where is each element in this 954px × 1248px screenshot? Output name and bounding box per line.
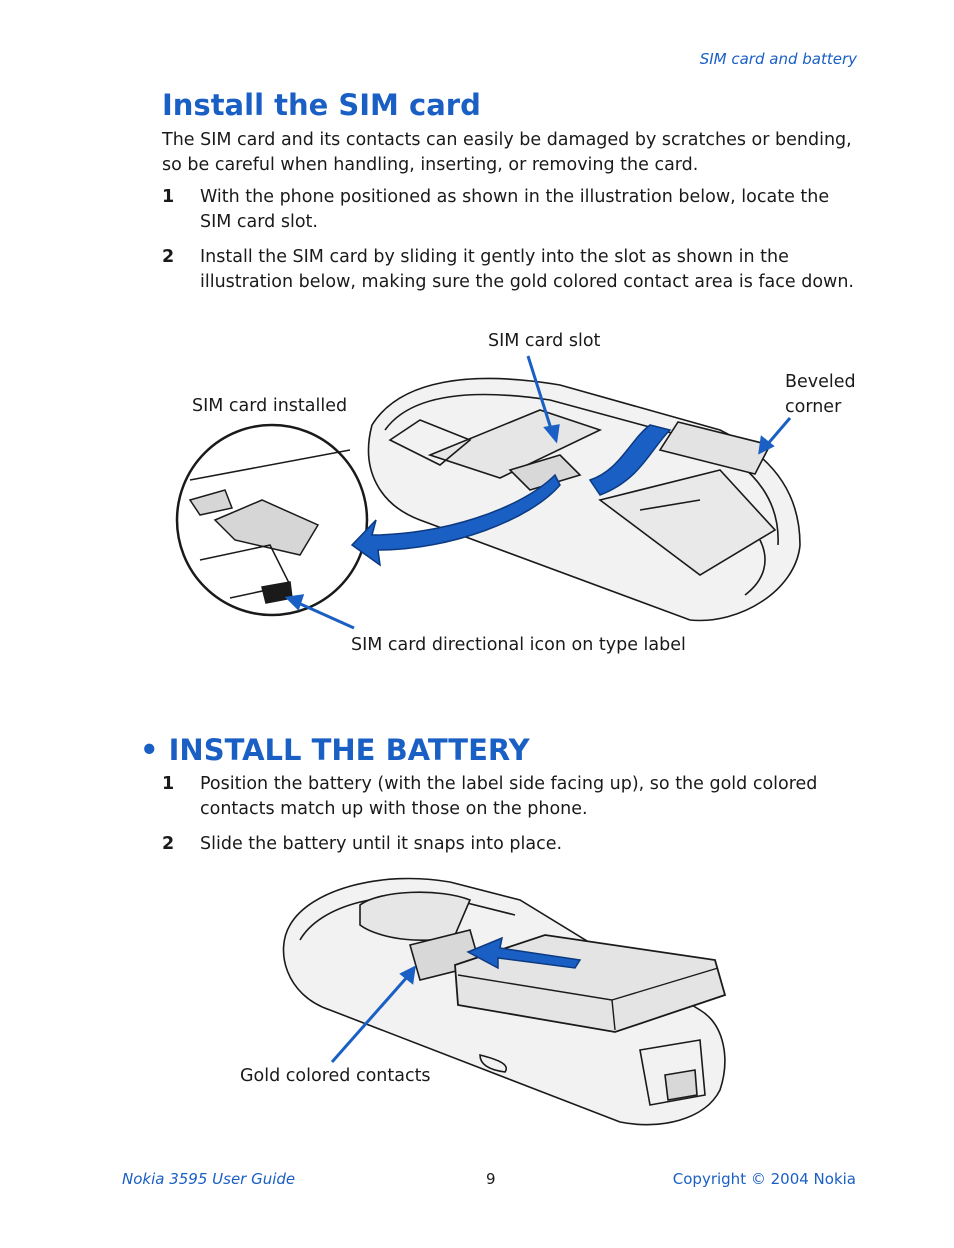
footer-page-number: 9 <box>486 1170 496 1188</box>
step-number: 1 <box>162 774 175 794</box>
label-gold-contacts: Gold colored contacts <box>240 1066 431 1086</box>
footer-copyright: Copyright © 2004 Nokia <box>672 1170 856 1188</box>
step-text: With the phone positioned as shown in th… <box>200 187 830 232</box>
step-number: 2 <box>162 247 175 267</box>
sim-card-shape <box>658 421 772 475</box>
section-title-sim: Install the SIM card <box>162 88 481 122</box>
step-number: 2 <box>162 834 175 854</box>
footer-guide-title: Nokia 3595 User Guide <box>122 1170 296 1188</box>
step-number: 1 <box>162 187 175 207</box>
step-text: Install the SIM card by sliding it gentl… <box>200 247 854 292</box>
label-sim-card-installed: SIM card installed <box>192 396 348 416</box>
label-sim-directional-icon: SIM card directional icon on type label <box>351 635 686 655</box>
label-sim-card-slot: SIM card slot <box>488 331 601 351</box>
step-text: Position the battery (with the label sid… <box>200 774 818 819</box>
battery-shape <box>454 934 727 1033</box>
step-text: Slide the battery until it snaps into pl… <box>200 834 563 854</box>
sim-intro: The SIM card and its contacts can easily… <box>162 130 852 175</box>
label-beveled-corner: Beveled corner <box>785 372 856 417</box>
running-header: SIM card and battery <box>699 50 857 68</box>
section-title-battery: • INSTALL THE BATTERY <box>140 733 530 767</box>
